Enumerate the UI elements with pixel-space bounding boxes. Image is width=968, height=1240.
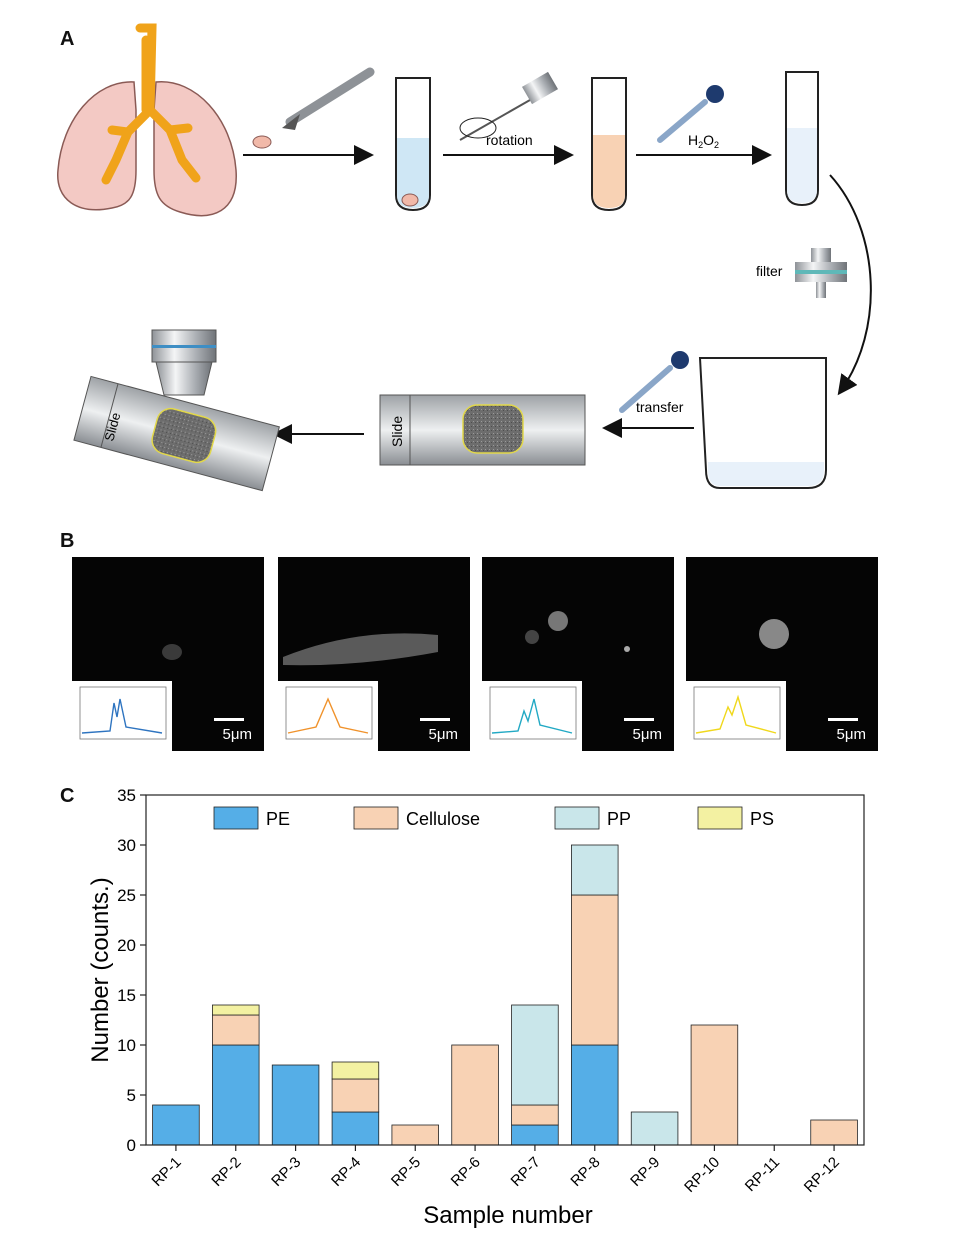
bar-pe-rp-4	[331, 1111, 380, 1146]
tube-1-icon	[395, 77, 431, 212]
y-tick-label: 0	[127, 1136, 136, 1155]
lungs-icon	[57, 23, 237, 217]
x-tick-label: RP-11	[742, 1154, 783, 1195]
scale-label-4: 5μm	[836, 726, 866, 743]
chart-legend: PE Cellulose PP PS	[213, 806, 774, 830]
bar-pe-rp-3	[271, 1064, 320, 1146]
x-tick-label: RP-2	[208, 1154, 244, 1190]
legend-swatch-pe	[213, 806, 259, 830]
y-tick-label: 25	[117, 886, 136, 905]
filter-icon	[795, 248, 847, 298]
scale-bar-2	[420, 718, 450, 721]
spectrum-inset-2	[278, 681, 378, 751]
scale-bar-1	[214, 718, 244, 721]
legend-label-ps: PS	[750, 809, 774, 829]
bar-ps-rp-4	[331, 1061, 380, 1080]
bar-cellulose-rp-2	[212, 1014, 260, 1046]
legend-swatch-cellulose	[353, 806, 399, 830]
legend-swatch-ps	[697, 806, 743, 830]
tilted-slide-icon	[73, 375, 280, 492]
panel-label-c: C	[60, 785, 75, 807]
y-tick-label: 5	[127, 1086, 136, 1105]
dropper-icon	[657, 85, 724, 143]
bar-pe-rp-8	[571, 1044, 619, 1146]
panel-label-a: A	[60, 28, 75, 50]
x-tick-label: RP-5	[388, 1154, 424, 1190]
spectrum-inset-1	[72, 681, 172, 751]
legend-swatch-pp	[554, 806, 600, 830]
objective-lens-icon	[151, 329, 217, 396]
y-axis-title: Number (counts.)	[87, 877, 114, 1062]
legend-label-pp: PP	[607, 809, 631, 829]
legend-label-pe: PE	[266, 809, 290, 829]
scale-label-1: 5μm	[222, 726, 252, 743]
slide-label-center: Slide	[389, 416, 405, 447]
x-tick-label: RP-8	[567, 1154, 603, 1190]
y-tick-label: 20	[117, 936, 136, 955]
bar-pe-rp-2	[212, 1044, 260, 1146]
x-tick-label: RP-6	[448, 1154, 484, 1190]
scale-label-3: 5μm	[632, 726, 662, 743]
micrograph-2: 5μm	[278, 557, 470, 751]
workflow-diagram: rotation H2O2 filter transfer	[57, 23, 872, 492]
bar-ps-rp-2	[212, 1004, 260, 1016]
legend-label-cellulose: Cellulose	[406, 809, 480, 829]
stacked-bar-chart: RP-1 RP-2 RP-3 RP-4 RP-5 RP-6 RP-7 RP-8 RP-9 RP-1…	[87, 786, 865, 1229]
x-tick-label: RP-1	[149, 1154, 185, 1190]
panel-label-b: B	[60, 530, 75, 552]
bar-group	[152, 844, 858, 1146]
micrograph-3: 5μm	[482, 557, 674, 751]
filter-label: filter	[756, 263, 783, 279]
x-tick-label: RP-9	[627, 1154, 663, 1190]
bar-pp-rp-9	[630, 1111, 679, 1146]
rotation-label: rotation	[486, 132, 533, 148]
y-tick-label: 30	[117, 836, 136, 855]
tube-3-icon	[785, 71, 819, 207]
h2o2-label: H2O2	[688, 132, 719, 150]
micrograph-4: 5μm	[686, 557, 878, 751]
x-axis-title: Sample number	[423, 1202, 592, 1229]
needle-icon	[459, 71, 558, 141]
bar-pp-rp-8	[571, 844, 619, 896]
bar-cellulose-rp-7	[511, 1104, 559, 1126]
tube-2-icon	[591, 77, 627, 212]
slide-icon	[379, 394, 586, 466]
bar-pe-rp-1	[152, 1104, 200, 1146]
bar-cellulose-rp-6	[451, 1044, 499, 1146]
bar-cellulose-rp-5	[391, 1124, 439, 1146]
y-tick-label: 35	[117, 786, 136, 805]
beaker-icon	[698, 357, 827, 489]
transfer-label: transfer	[636, 399, 684, 415]
x-tick-label: RP-10	[681, 1154, 723, 1196]
bar-cellulose-rp-12	[810, 1119, 858, 1146]
spectrum-inset-4	[686, 681, 786, 751]
x-tick-label: RP-4	[328, 1154, 364, 1190]
bar-pe-rp-7	[511, 1124, 559, 1146]
y-tick-label: 15	[117, 986, 136, 1005]
y-tick-label: 10	[117, 1036, 136, 1055]
plot-frame	[145, 794, 865, 1146]
x-tick-label: RP-12	[801, 1154, 843, 1196]
micrograph-1: 5μm	[72, 557, 264, 751]
tissue-sample-icon	[252, 135, 272, 149]
scale-label-2: 5μm	[428, 726, 458, 743]
x-tick-label: RP-7	[508, 1154, 544, 1190]
slide-label-tilted: Slide	[101, 411, 123, 443]
bar-pp-rp-7	[511, 1004, 559, 1106]
transfer-dropper-icon	[619, 351, 689, 413]
bar-cellulose-rp-4	[331, 1078, 380, 1113]
x-tick-label: RP-3	[268, 1154, 304, 1190]
scale-bar-3	[624, 718, 654, 721]
bar-cellulose-rp-10	[690, 1024, 739, 1146]
scalpel-icon	[282, 67, 375, 130]
spectrum-inset-3	[482, 681, 582, 751]
bar-cellulose-rp-8	[571, 894, 619, 1046]
scale-bar-4	[828, 718, 858, 721]
